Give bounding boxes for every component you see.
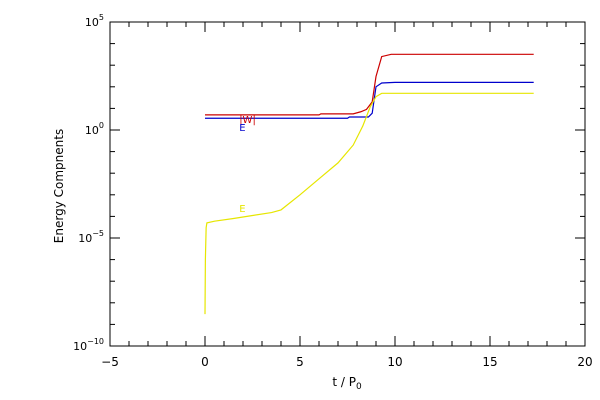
x-tick-label: 10 [387, 355, 402, 369]
y-tick-label-exponent: 0 [99, 121, 104, 130]
x-tick-label: −5 [101, 355, 119, 369]
x-tick-label: 0 [201, 355, 209, 369]
y-tick-label: 100 [85, 121, 104, 137]
x-tick-label: 20 [577, 355, 592, 369]
plot-frame [109, 21, 586, 347]
series-annotation: E [239, 123, 245, 134]
x-axis-label-subscript: 0 [356, 382, 362, 392]
y-tick-label-exponent: 5 [99, 13, 104, 22]
series-line-2 [205, 81, 534, 119]
y-tick-label-base: 10 [85, 16, 99, 29]
y-tick-label-exponent: −5 [92, 229, 104, 238]
x-axis-label-text: t / P [332, 375, 356, 389]
x-tick-label: 15 [482, 355, 497, 369]
y-tick-label-base: 10 [85, 124, 99, 137]
x-tick-label: 5 [296, 355, 304, 369]
y-tick-label: 105 [85, 13, 104, 29]
x-axis-label: t / P0 [332, 375, 362, 392]
y-tick-label-exponent: −10 [87, 337, 104, 346]
series-annotations: |W|EE [239, 115, 256, 215]
series-line-3 [204, 92, 534, 315]
series-line-1 [205, 53, 534, 116]
y-axis-label: Energy Compnents [52, 129, 66, 243]
series-annotation: E [239, 204, 245, 215]
series-annotation: |W| [239, 115, 256, 126]
series-layer [204, 53, 534, 315]
y-tick-label: 10−5 [78, 229, 104, 245]
y-tick-label-base: 10 [78, 232, 92, 245]
y-tick-label: 10−10 [73, 337, 104, 353]
y-tick-label-base: 10 [73, 340, 87, 353]
x-tick-labels: −5 0 5 10 15 20 [101, 355, 592, 369]
